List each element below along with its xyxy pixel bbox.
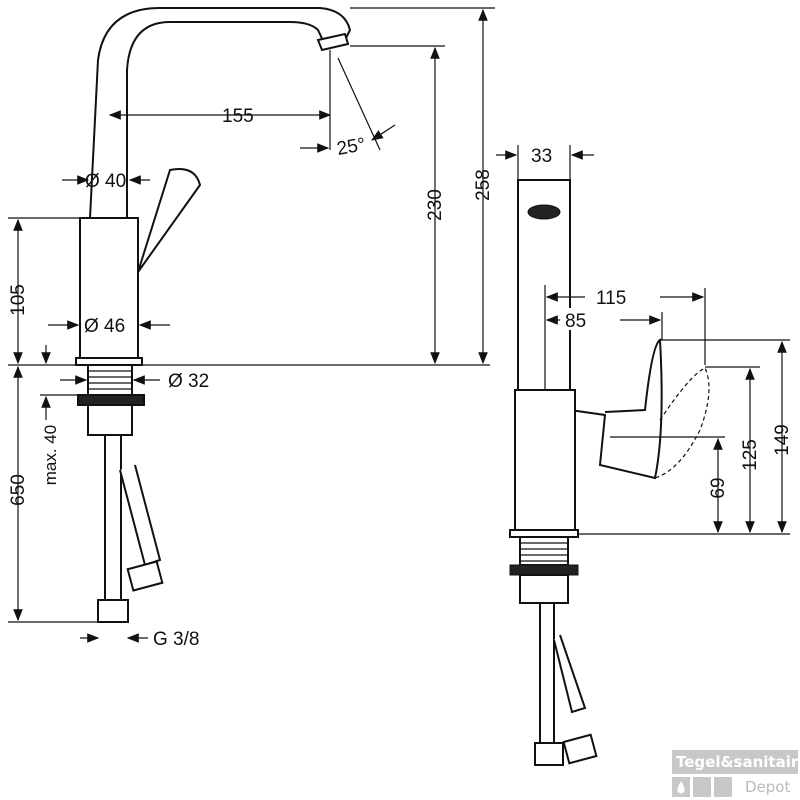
aerator [527, 204, 561, 220]
watermark-logo: Tegel&sanitair Depot [672, 750, 799, 797]
dim-dia-46: Ø 46 [84, 316, 125, 337]
dim-125: 125 [740, 439, 761, 471]
dim-g-3-8: G 3/8 [153, 629, 199, 650]
front-view-faucet [509, 179, 710, 766]
watermark-line1: Tegel&sanitair [676, 753, 799, 771]
nut [509, 564, 579, 576]
hose-1 [104, 434, 122, 601]
fitting-1 [534, 742, 564, 766]
dim-max-40: max. 40 [41, 425, 60, 485]
dim-25-deg: 25° [335, 134, 367, 160]
drop-icon [677, 781, 685, 794]
shank [519, 574, 569, 604]
fitting-2 [126, 560, 164, 592]
dim-105: 105 [8, 284, 29, 316]
dim-230: 230 [425, 189, 446, 221]
dim-69: 69 [708, 477, 729, 498]
dim-149: 149 [772, 424, 793, 456]
dim-115: 115 [596, 288, 626, 309]
dim-155: 155 [222, 106, 254, 127]
base-ring [509, 529, 579, 538]
lever-open-position [654, 367, 710, 479]
dim-258: 258 [473, 169, 494, 201]
dim-33: 33 [531, 146, 552, 167]
dim-dia-32: Ø 32 [168, 371, 209, 392]
fitting-1 [97, 599, 129, 623]
shank [87, 404, 133, 436]
dim-dia-40: Ø 40 [85, 171, 126, 192]
thread [87, 364, 133, 396]
hose-1 [539, 602, 555, 744]
aerator [316, 32, 350, 52]
hose-2 [553, 634, 587, 714]
dim-650: 650 [8, 474, 29, 506]
body [514, 389, 576, 531]
fitting-2 [562, 733, 598, 765]
watermark-line2: Depot [745, 778, 790, 796]
base-ring [75, 357, 143, 366]
lever [137, 168, 202, 273]
body [79, 217, 139, 359]
thread [519, 536, 569, 566]
dim-85: 85 [565, 311, 586, 332]
spout [88, 7, 352, 219]
hose-2 [119, 464, 162, 567]
lever [569, 338, 663, 480]
nut [77, 394, 145, 406]
side-view-faucet [75, 7, 352, 623]
